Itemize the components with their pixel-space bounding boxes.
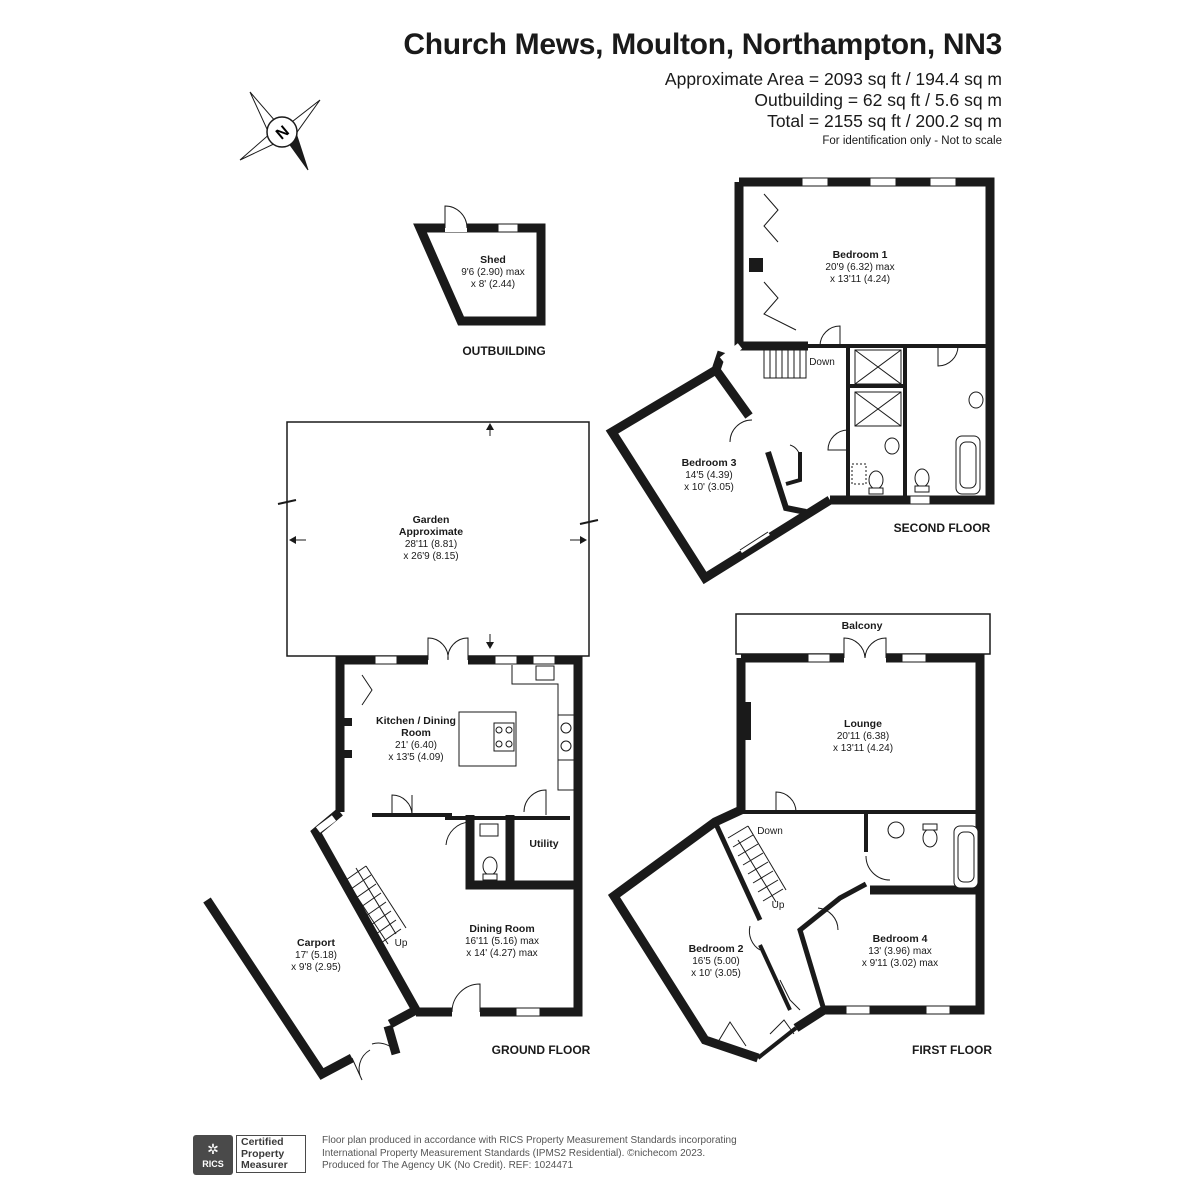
- page-title: Church Mews, Moulton, Northampton, NN3: [403, 28, 1002, 61]
- dining-dim1: 16'11 (5.16) max: [465, 936, 539, 947]
- ground-stairs-up: Up: [395, 938, 408, 949]
- utility-name: Utility: [529, 838, 558, 850]
- bedroom3-dim1: 14'5 (4.39): [685, 470, 733, 481]
- shed-name: Shed: [480, 254, 506, 266]
- disclaimer-line3: Produced for The Agency UK (No Credit). …: [322, 1160, 574, 1171]
- bedroom4-dim2: x 9'11 (3.02) max: [862, 958, 938, 969]
- kitchen-name: Kitchen / Dining: [376, 715, 456, 727]
- floor-label-second: SECOND FLOOR: [894, 521, 991, 535]
- second-floor-walls: [605, 177, 995, 585]
- bedroom3-dim2: x 10' (3.05): [684, 482, 734, 493]
- kitchen-dim1: 21' (6.40): [395, 740, 437, 751]
- approximate-area: Approximate Area = 2093 sq ft / 194.4 sq…: [664, 69, 1002, 89]
- garden-name: Garden: [413, 514, 450, 526]
- carport-dim1: 17' (5.18): [295, 950, 337, 961]
- floor-label-ground: GROUND FLOOR: [492, 1043, 591, 1057]
- second-stairs-down: Down: [809, 357, 835, 368]
- disclaimer: Floor plan produced in accordance with R…: [322, 1135, 782, 1173]
- rics-logo-icon: ✲ RICS: [193, 1135, 233, 1175]
- dining-name: Dining Room: [469, 923, 534, 935]
- garden-name2: Approximate: [399, 526, 463, 538]
- shed-dim2: x 8' (2.44): [471, 279, 515, 290]
- carport-name: Carport: [297, 937, 335, 949]
- floor-label-first: FIRST FLOOR: [912, 1043, 992, 1057]
- disclaimer-line2: International Property Measurement Stand…: [322, 1147, 706, 1159]
- bedroom1-name: Bedroom 1: [833, 249, 888, 261]
- floor-label-outbuilding: OUTBUILDING: [462, 344, 545, 358]
- kitchen-dim2: x 13'5 (4.09): [388, 752, 443, 763]
- first-stairs-down: Down: [757, 826, 783, 837]
- lounge-name: Lounge: [844, 718, 882, 730]
- garden-dim1: 28'11 (8.81): [405, 539, 457, 550]
- bedroom1-dim1: 20'9 (6.32) max: [825, 262, 894, 273]
- lounge-dim1: 20'11 (6.38): [837, 731, 889, 742]
- rics-logo-text: RICS: [202, 1159, 224, 1169]
- outbuilding-area: Outbuilding = 62 sq ft / 5.6 sq m: [754, 90, 1002, 110]
- dining-dim2: x 14' (4.27) max: [466, 948, 537, 959]
- shed-walls: [413, 205, 546, 326]
- total-area: Total = 2155 sq ft / 200.2 sq m: [767, 111, 1002, 131]
- certified-measurer-badge: Certified Property Measurer: [236, 1135, 306, 1173]
- shed-dim1: 9'6 (2.90) max: [461, 267, 525, 278]
- disclaimer-line1: Floor plan produced in accordance with R…: [322, 1135, 737, 1146]
- badge-line1: Certified: [241, 1136, 284, 1148]
- first-stairs-up: Up: [772, 900, 785, 911]
- bedroom2-name: Bedroom 2: [689, 943, 744, 955]
- bedroom1-dim2: x 13'11 (4.24): [830, 274, 890, 285]
- badge-line3: Measurer: [241, 1159, 288, 1171]
- garden-dim2: x 26'9 (8.15): [403, 551, 458, 562]
- badge-line2: Property: [241, 1147, 285, 1160]
- ground-floor-fixtures: [345, 665, 574, 945]
- rics-emblem-icon: ✲: [207, 1141, 219, 1157]
- kitchen-name2: Room: [401, 727, 431, 739]
- bedroom4-name: Bedroom 4: [873, 933, 928, 945]
- second-floor-fixtures: [763, 349, 984, 495]
- first-floor-walls: [607, 613, 991, 1063]
- bedroom3-name: Bedroom 3: [682, 457, 737, 469]
- compass-icon: N: [239, 91, 321, 171]
- bedroom2-dim1: 16'5 (5.00): [692, 956, 740, 967]
- scale-note: For identification only - Not to scale: [822, 135, 1002, 147]
- bedroom2-dim2: x 10' (3.05): [691, 968, 741, 979]
- carport-dim2: x 9'8 (2.95): [291, 962, 341, 973]
- ground-floor-walls: [203, 637, 583, 1081]
- first-floor-fixtures: [727, 821, 979, 903]
- balcony-name: Balcony: [842, 620, 883, 632]
- lounge-dim2: x 13'11 (4.24): [833, 743, 893, 754]
- bedroom4-dim1: 13' (3.96) max: [868, 946, 932, 957]
